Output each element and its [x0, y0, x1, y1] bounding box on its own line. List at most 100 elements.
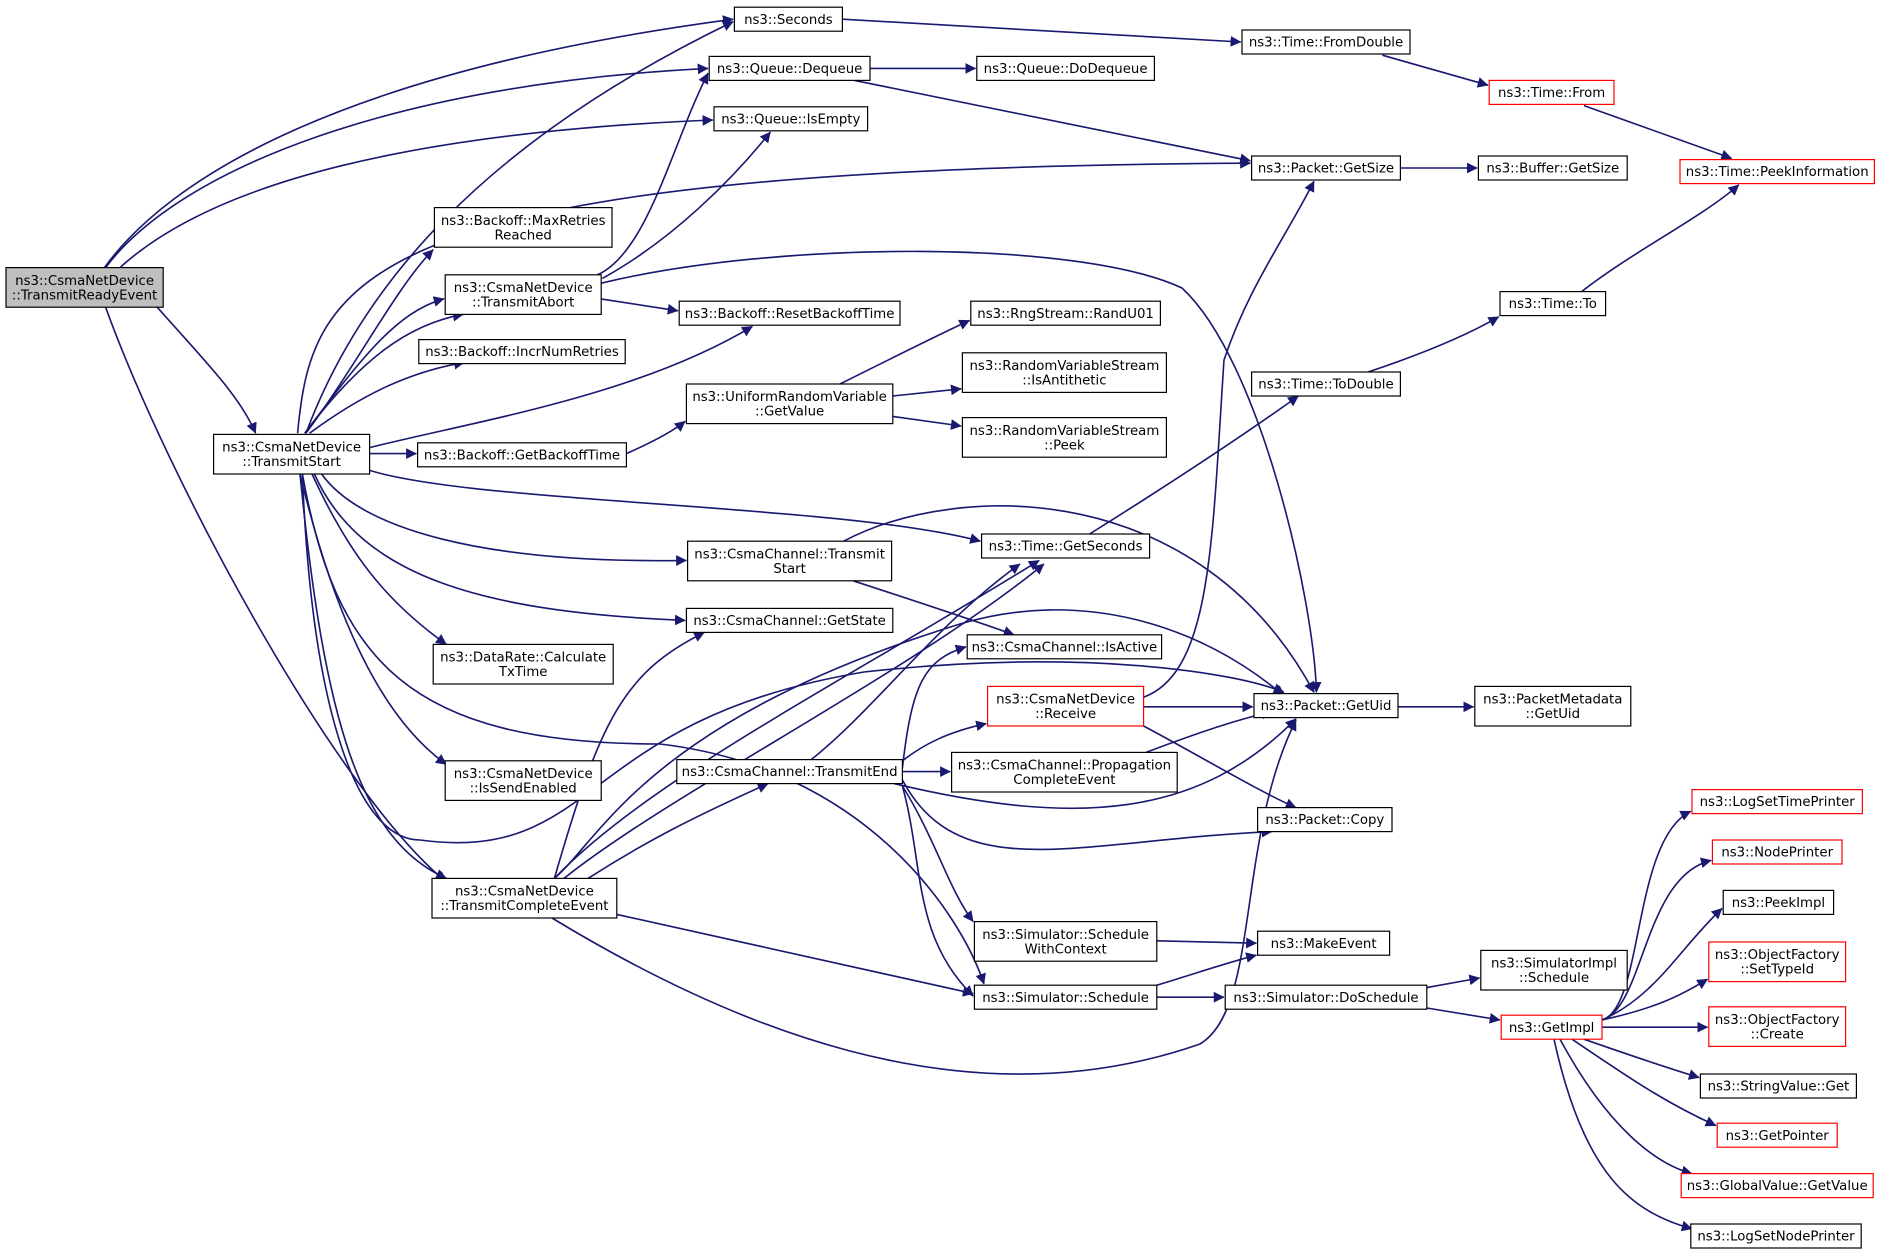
edge-pgsize-a [854, 79, 1251, 165]
node-tgetsec[interactable]: ns3::Time::GetSeconds [980, 533, 1151, 559]
node-box [685, 383, 894, 425]
node-tfromd[interactable]: ns3::Time::FromDouble [1241, 29, 1411, 55]
node-root[interactable]: ns3::CsmaNetDevice::TransmitReadyEvent [5, 267, 164, 308]
edge-getuid-g [553, 609, 1285, 880]
node-label: ns3::RngStream::RandU01 [977, 307, 1154, 322]
node-txstart[interactable]: ns3::CsmaNetDevice::TransmitStart [213, 433, 371, 475]
node-box [417, 442, 628, 468]
node-label: ns3::CsmaChannel::IsActive [972, 640, 1158, 655]
edge-qempty [119, 115, 714, 269]
edge-schedctx [901, 785, 974, 923]
edge-tgetsec-b [810, 563, 1021, 761]
node-qempty[interactable]: ns3::Queue::IsEmpty [713, 106, 869, 132]
node-box [1699, 1073, 1858, 1099]
node-ttod[interactable]: ns3::Time::ToDouble [1250, 371, 1401, 397]
node-qdeq[interactable]: ns3::Queue::Dequeue [708, 55, 871, 82]
edge-tfromd [842, 18, 1242, 47]
edge-ccactive-a [852, 580, 1015, 637]
edge-logtime [1601, 810, 1692, 1021]
edge-qempty-b [602, 131, 772, 280]
node-label: ::TransmitAbort [472, 295, 574, 310]
edge-txcomp-a [299, 473, 447, 880]
node-copy[interactable]: ns3::Packet::Copy [1256, 806, 1393, 833]
node-label: ns3::CsmaNetDevice [15, 274, 154, 289]
node-label: ns3::CsmaChannel::Propagation [958, 759, 1171, 774]
node-label: ns3::UniformRandomVariable [692, 390, 887, 405]
node-lognode[interactable]: ns3::LogSetNodePrinter [1690, 1223, 1862, 1249]
node-label: ns3::GetPointer [1726, 1129, 1830, 1144]
edge-getptr [1571, 1038, 1717, 1127]
node-box [1224, 984, 1428, 1010]
node-rvpeek[interactable]: ns3::RandomVariableStream::Peek [961, 417, 1168, 458]
node-sched[interactable]: ns3::Simulator::Schedule [973, 984, 1158, 1010]
node-issend[interactable]: ns3::CsmaNetDevice::IsSendEnabled [444, 760, 602, 801]
node-label: ns3::NodePrinter [1721, 846, 1833, 861]
node-label: ns3::Backoff::GetBackoffTime [424, 448, 620, 463]
node-strget[interactable]: ns3::StringValue::Get [1699, 1073, 1858, 1099]
node-label: ::GetValue [755, 405, 824, 420]
node-qdodeq[interactable]: ns3::Queue::DoDequeue [976, 55, 1155, 82]
node-getptr[interactable]: ns3::GetPointer [1716, 1122, 1838, 1148]
node-label: ns3::LogSetNodePrinter [1697, 1230, 1855, 1245]
node-ccgetst[interactable]: ns3::CsmaChannel::GetState [685, 607, 894, 634]
edges [103, 15, 1740, 1232]
node-ccprop[interactable]: ns3::CsmaChannel::PropagationCompleteEve… [950, 751, 1178, 793]
node-dosched[interactable]: ns3::Simulator::DoSchedule [1224, 984, 1428, 1010]
edge-qdeq-b [597, 72, 709, 276]
node-randu[interactable]: ns3::RngStream::RandU01 [970, 300, 1161, 326]
node-label: ::Receive [1035, 707, 1096, 722]
edge-pgsize-c [1143, 180, 1315, 698]
node-seconds[interactable]: ns3::Seconds [733, 6, 844, 32]
node-nodepr[interactable]: ns3::NodePrinter [1711, 839, 1843, 865]
node-getbo[interactable]: ns3::Backoff::GetBackoffTime [417, 442, 628, 468]
edge-issend [299, 473, 447, 766]
node-ofsettid[interactable]: ns3::ObjectFactory::SetTypeId [1708, 941, 1847, 983]
node-ccactive[interactable]: ns3::CsmaChannel::IsActive [966, 634, 1163, 660]
node-box [1708, 1006, 1847, 1047]
edge-nodepr [1601, 857, 1712, 1021]
node-tto[interactable]: ns3::Time::To [1499, 291, 1607, 317]
node-box [708, 55, 871, 82]
node-getimpl[interactable]: ns3::GetImpl [1500, 1014, 1603, 1040]
node-box [1680, 1172, 1874, 1199]
node-pmuid[interactable]: ns3::PacketMetadata::GetUid [1474, 685, 1632, 727]
node-label: ns3::StringValue::Get [1708, 1080, 1850, 1095]
node-isanti[interactable]: ns3::RandomVariableStream::IsAntithetic [961, 352, 1168, 393]
node-resetbo[interactable]: ns3::Backoff::ResetBackoffTime [678, 300, 901, 326]
node-label: ns3::Buffer::GetSize [1486, 162, 1619, 177]
node-pgsize[interactable]: ns3::Packet::GetSize [1250, 155, 1401, 181]
node-box [1499, 291, 1607, 317]
node-cctxend[interactable]: ns3::CsmaChannel::TransmitEnd [676, 758, 903, 785]
node-gvget[interactable]: ns3::GlobalValue::GetValue [1680, 1172, 1874, 1199]
edge-tto [1367, 316, 1500, 373]
node-logtime[interactable]: ns3::LogSetTimePrinter [1691, 788, 1863, 815]
node-getuid[interactable]: ns3::Packet::GetUid [1253, 692, 1399, 719]
edge-resetbo-b [599, 297, 679, 315]
edge-root-up [104, 306, 447, 883]
node-implsched[interactable]: ns3::SimulatorImpl::Schedule [1480, 949, 1628, 991]
edge-incr [309, 358, 465, 434]
node-mkevent[interactable]: ns3::MakeEvent [1256, 930, 1391, 956]
edge-seconds [103, 15, 734, 269]
node-bgsize[interactable]: ns3::Buffer::GetSize [1477, 155, 1628, 181]
node-label: ::IsSendEnabled [470, 781, 577, 796]
edge-randu [839, 319, 971, 385]
node-recv[interactable]: ns3::CsmaNetDevice::Receive [986, 685, 1145, 727]
node-uniform[interactable]: ns3::UniformRandomVariable::GetValue [685, 383, 894, 425]
node-label: ns3::RandomVariableStream [970, 424, 1160, 439]
node-tpeek[interactable]: ns3::Time::PeekInformation [1679, 159, 1875, 185]
node-box [213, 433, 371, 475]
node-box [676, 758, 903, 785]
node-txabort[interactable]: ns3::CsmaNetDevice::TransmitAbort [444, 274, 602, 315]
node-txcomp[interactable]: ns3::CsmaNetDevice::TransmitCompleteEven… [431, 877, 618, 919]
node-tfrom[interactable]: ns3::Time::From [1488, 79, 1615, 106]
node-peekimpl[interactable]: ns3::PeekImpl [1722, 889, 1835, 916]
node-label: ::Schedule [1519, 971, 1589, 986]
node-cctxstart[interactable]: ns3::CsmaChannel::TransmitStart [686, 540, 893, 582]
node-ofcreate[interactable]: ns3::ObjectFactory::Create [1708, 1006, 1847, 1047]
node-incr[interactable]: ns3::Backoff::IncrNumRetries [418, 339, 626, 365]
node-label: ns3::Queue::DoDequeue [984, 62, 1148, 77]
